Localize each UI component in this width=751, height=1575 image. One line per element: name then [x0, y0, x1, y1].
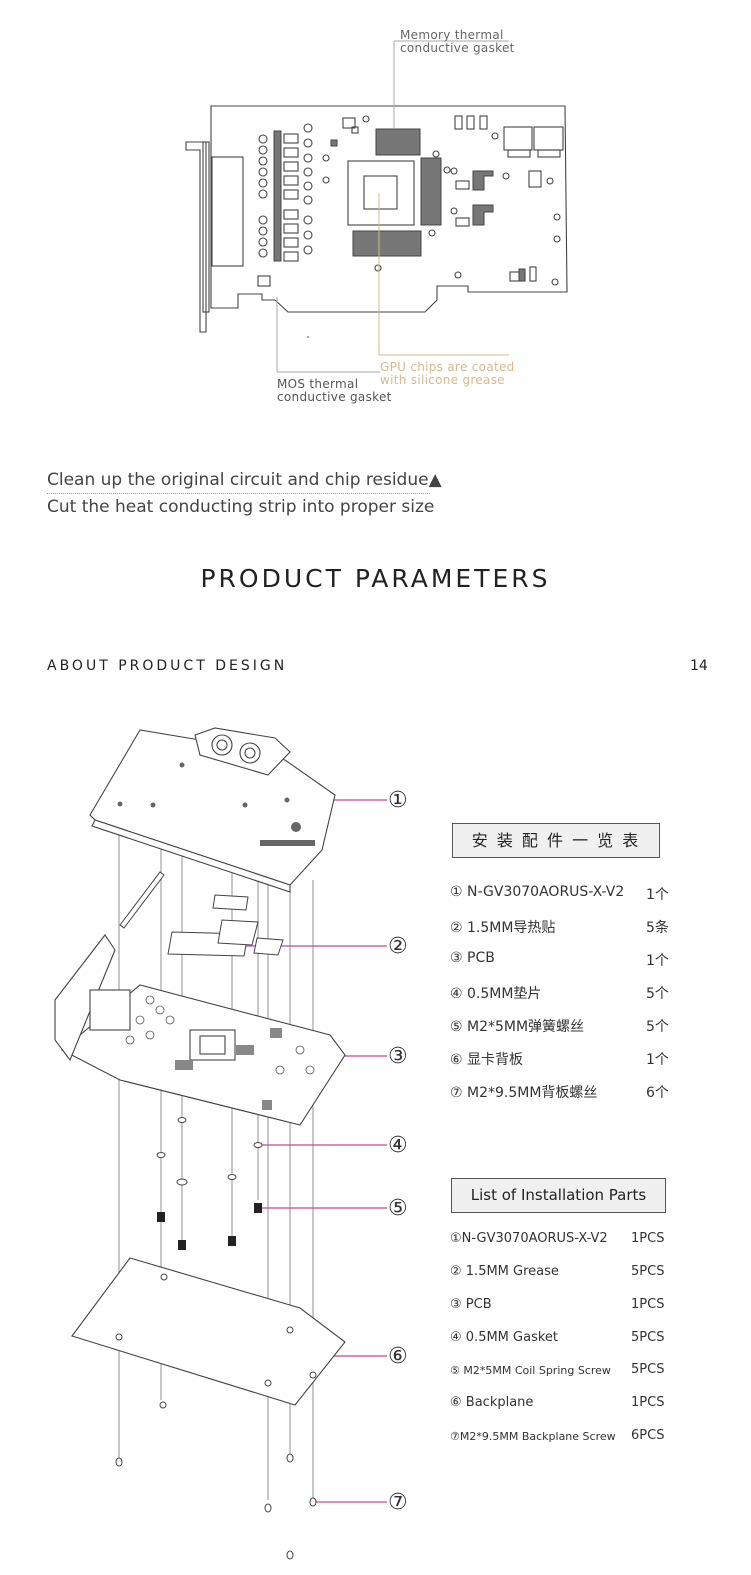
- list-item-qty: 1个: [646, 887, 669, 903]
- list-item-qty: 5PCS: [631, 1330, 665, 1345]
- callout-2: ②: [388, 934, 408, 959]
- list-item-qty: 5PCS: [631, 1362, 665, 1377]
- step-cut-strip: Cut the heat conducting strip into prope…: [47, 497, 435, 517]
- page-number: 14: [690, 658, 708, 674]
- list-item-qty: 1PCS: [631, 1231, 665, 1246]
- list-item: ① N-GV3070AORUS-X-V2: [450, 884, 625, 900]
- memory-gasket-label: Memory thermal conductive gasket: [400, 28, 515, 55]
- page-title: PRODUCT PARAMETERS: [200, 564, 551, 593]
- list-item: ② 1.5MM导热贴: [450, 920, 556, 936]
- list-item: ⑦ M2*9.5MM背板螺丝: [450, 1085, 598, 1101]
- list-item: ② 1.5MM Grease: [450, 1264, 559, 1279]
- list-item-qty: 5PCS: [631, 1264, 665, 1279]
- gpu-grease-label: GPU chips are coated with silicone greas…: [380, 360, 515, 387]
- list-item: ⑥ 显卡背板: [450, 1052, 524, 1068]
- list-item-qty: 5个: [646, 1019, 669, 1035]
- list-item-qty: 1PCS: [631, 1297, 665, 1312]
- divider: [47, 493, 430, 494]
- parts-cn-heading: 安 装 配 件 一 览 表: [452, 823, 660, 858]
- list-item: ④ 0.5MM Gasket: [450, 1330, 558, 1345]
- list-item-qty: 6PCS: [631, 1428, 665, 1443]
- callout-5: ⑤: [388, 1196, 408, 1221]
- list-item: ⑥ Backplane: [450, 1395, 534, 1410]
- callout-4: ④: [388, 1133, 408, 1158]
- pcb-diagram: [185, 40, 568, 373]
- list-item-qty: 1PCS: [631, 1395, 665, 1410]
- step-clean-residue: Clean up the original circuit and chip r…: [47, 470, 442, 490]
- list-item: ④ 0.5MM垫片: [450, 986, 542, 1002]
- section-label: ABOUT PRODUCT DESIGN: [47, 658, 288, 674]
- callout-3: ③: [388, 1044, 408, 1069]
- list-item: ⑤ M2*5MM弹簧螺丝: [450, 1019, 585, 1035]
- mos-gasket-label: MOS thermal conductive gasket: [277, 377, 392, 404]
- callout-7: ⑦: [388, 1490, 408, 1515]
- list-item: ⑦M2*9.5MM Backplane Screw: [450, 1430, 616, 1443]
- list-item-qty: 1个: [646, 1052, 669, 1068]
- parts-en-heading: List of Installation Parts: [451, 1178, 666, 1213]
- list-item-qty: 5条: [646, 920, 669, 936]
- list-item-qty: 6个: [646, 1085, 669, 1101]
- list-item: ③ PCB: [450, 1297, 492, 1312]
- list-item: ③ PCB: [450, 950, 495, 966]
- callout-1: ①: [388, 788, 408, 813]
- list-item: ⑤ M2*5MM Coil Spring Screw: [450, 1364, 611, 1377]
- list-item-qty: 1个: [646, 953, 669, 969]
- list-item-qty: 5个: [646, 986, 669, 1002]
- list-item: ①N-GV3070AORUS-X-V2: [450, 1231, 608, 1246]
- callout-6: ⑥: [388, 1344, 408, 1369]
